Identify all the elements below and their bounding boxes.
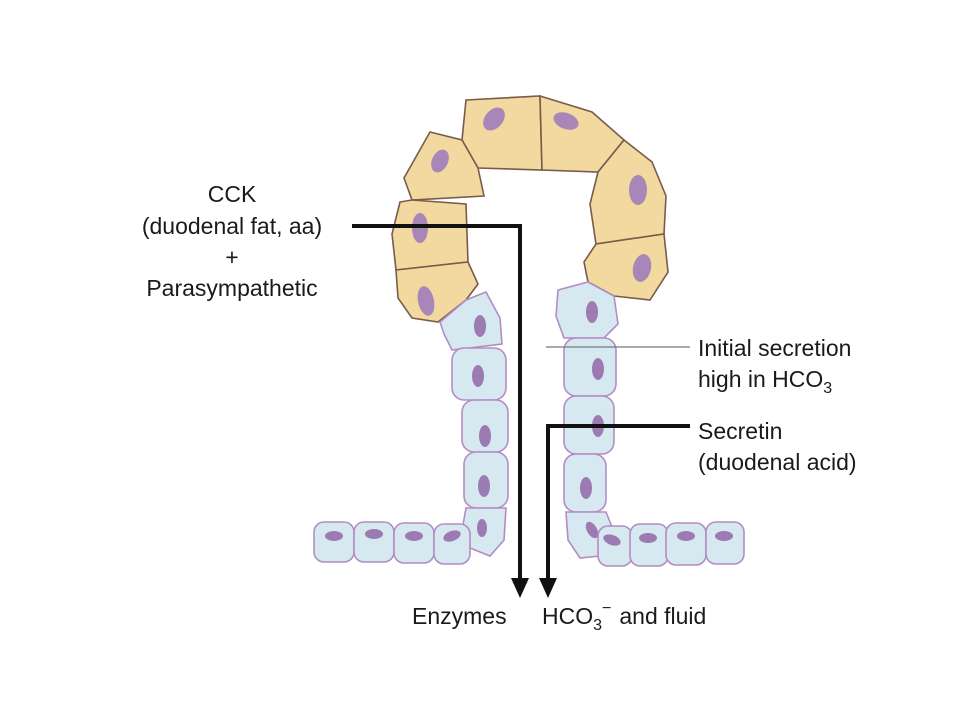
acinar-cell bbox=[391, 199, 469, 271]
initial-secretion-line2: high in HCO3 bbox=[698, 366, 832, 397]
duct-cell bbox=[629, 523, 669, 567]
duct-cell bbox=[313, 521, 355, 563]
hco3-fluid-label: HCO3−and fluid bbox=[542, 600, 706, 634]
duct-cell bbox=[433, 523, 471, 565]
cck-label-line2: (duodenal fat, aa) bbox=[142, 213, 322, 239]
acinar-cell bbox=[461, 95, 543, 171]
cck-label-line1: CCK bbox=[208, 181, 257, 207]
hco3-subscript: 3 bbox=[593, 617, 602, 634]
acinar-cell bbox=[403, 131, 485, 201]
secretin-line1: Secretin bbox=[698, 418, 782, 444]
initial-secretion-subscript: 3 bbox=[823, 380, 832, 397]
secretin-label: Secretin (duodenal acid) bbox=[698, 418, 857, 475]
duct-cell bbox=[393, 522, 435, 564]
duct-cell bbox=[353, 521, 395, 563]
enzymes-label: Enzymes bbox=[412, 603, 507, 629]
down-arrow-icon bbox=[511, 578, 529, 598]
duct-cell bbox=[451, 347, 507, 401]
hco3-superscript: − bbox=[602, 600, 611, 617]
hco3-prefix: HCO bbox=[542, 603, 593, 629]
down-arrow-icon bbox=[539, 578, 557, 598]
duct-cell bbox=[705, 521, 745, 565]
cck-arrow bbox=[352, 224, 529, 598]
fluid-text: and fluid bbox=[619, 603, 706, 629]
secretin-arrow bbox=[539, 424, 690, 598]
cck-label: CCK (duodenal fat, aa) + Parasympathetic bbox=[142, 181, 322, 301]
acinar-cells bbox=[391, 94, 669, 323]
acinar-cell bbox=[539, 94, 626, 173]
initial-secretion-label: Initial secretion high in HCO3 bbox=[698, 335, 851, 397]
duct-cell bbox=[463, 451, 509, 509]
acinar-cell bbox=[583, 233, 669, 301]
initial-secretion-line1: Initial secretion bbox=[698, 335, 851, 361]
duct-cell bbox=[555, 281, 619, 339]
output-label: Enzymes HCO3−and fluid bbox=[412, 600, 706, 634]
secretin-line2: (duodenal acid) bbox=[698, 449, 857, 475]
cck-label-line4: Parasympathetic bbox=[146, 275, 317, 301]
duct-cell bbox=[439, 290, 503, 351]
duct-cell bbox=[461, 399, 509, 453]
acinar-cell bbox=[589, 138, 667, 245]
duct-cell bbox=[665, 522, 707, 566]
cck-label-line3: + bbox=[225, 244, 238, 270]
acinar-cell bbox=[395, 261, 479, 323]
duct-cell bbox=[563, 453, 607, 513]
duct-cell bbox=[597, 525, 633, 567]
initial-secretion-prefix: high in HCO bbox=[698, 366, 823, 392]
